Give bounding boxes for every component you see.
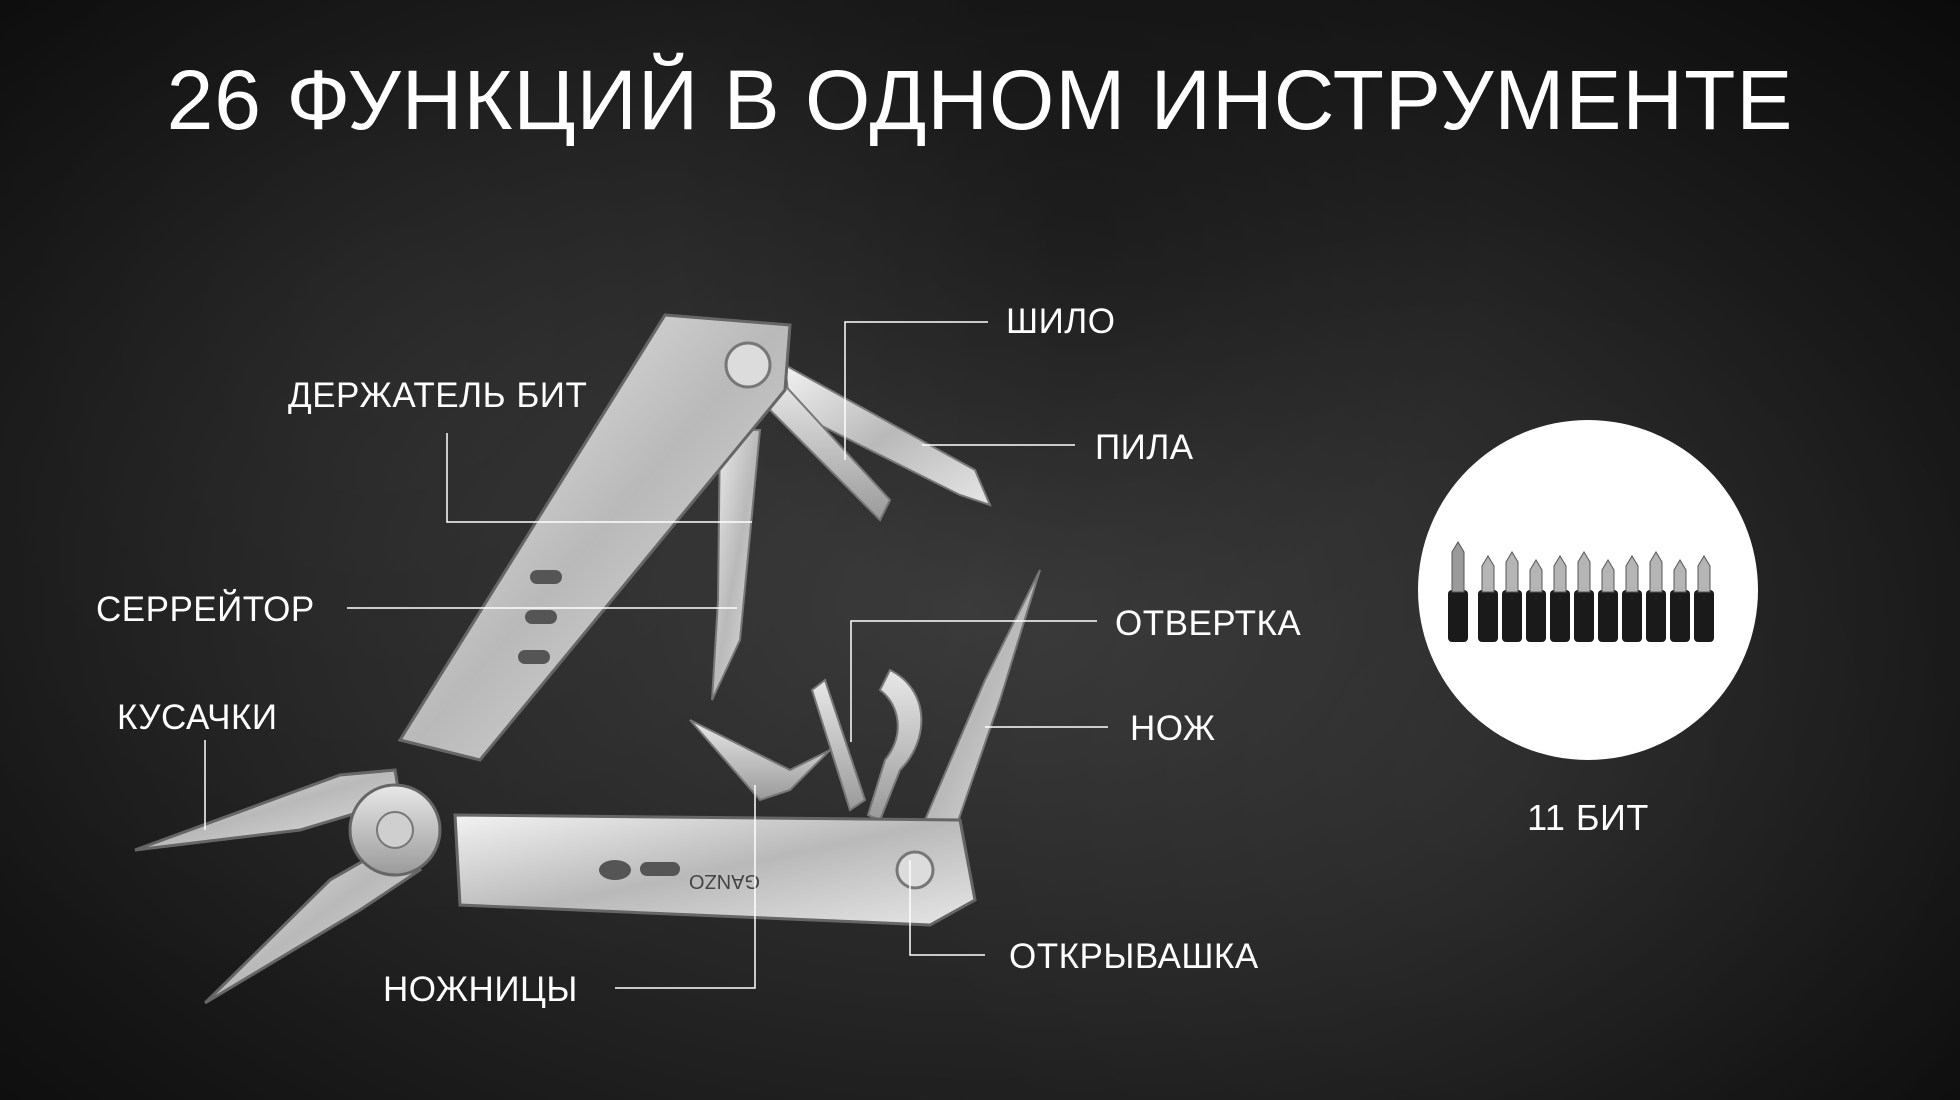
bit-holder-slot	[1646, 590, 1666, 642]
bit-holder-slot	[1598, 590, 1618, 642]
label-cutters: КУСАЧКИ	[117, 698, 278, 737]
bit-holder-slot	[1448, 590, 1468, 642]
brand-engraving: GANZO	[689, 870, 760, 892]
bits-caption: 11 БИТ	[1527, 797, 1649, 838]
label-screwdriver: ОТВЕРТКА	[1115, 604, 1302, 643]
bit-holder-slot	[1694, 590, 1714, 642]
screwdriver-bit	[1451, 541, 1465, 593]
bit-holder-slot	[1670, 590, 1690, 642]
bits-inset	[1418, 420, 1758, 760]
screwdriver-bit	[1553, 555, 1567, 593]
bit-holder-slot	[1526, 590, 1546, 642]
upper-handle	[397, 313, 792, 762]
screwdriver-bit	[1529, 559, 1543, 593]
bit-holder-slot	[1502, 590, 1522, 642]
label-scissors: НОЖНИЦЫ	[383, 970, 578, 1009]
bit-holder-line	[446, 433, 752, 523]
screwdriver-bit	[1577, 551, 1591, 593]
screwdriver-bit	[1601, 559, 1615, 593]
bits-set-image	[1448, 541, 1714, 642]
screwdriver-line	[850, 620, 1097, 742]
screwdriver-bit	[1481, 555, 1495, 593]
page-title: 26 ФУНКЦИЙ В ОДНОМ ИНСТРУМЕНТЕ	[166, 53, 1794, 147]
opener-line	[909, 860, 985, 956]
screwdriver-bit	[1697, 555, 1711, 593]
screwdriver-bit	[1505, 551, 1519, 593]
lower-handle	[453, 813, 977, 927]
awl-line	[844, 321, 988, 460]
screwdriver-tool	[810, 678, 867, 812]
screwdriver-bit	[1673, 559, 1687, 593]
scissors-tool	[689, 719, 831, 802]
screwdriver-bit	[1649, 551, 1663, 593]
label-saw: ПИЛА	[1095, 428, 1194, 467]
label-knife: НОЖ	[1130, 709, 1216, 748]
bit-holder-slot	[1622, 590, 1642, 642]
screwdriver-bit	[1625, 555, 1639, 593]
scissors-line	[615, 785, 756, 989]
bit-holder-slot	[1574, 590, 1594, 642]
bit-holder-slot	[1478, 590, 1498, 642]
bit-holder-slot	[1550, 590, 1570, 642]
label-bit-holder: ДЕРЖАТЕЛЬ БИТ	[288, 376, 588, 415]
label-awl: ШИЛО	[1006, 302, 1116, 341]
label-opener: ОТКРЫВАШКА	[1009, 937, 1259, 976]
label-serrator: СЕРРЕЙТОР	[96, 590, 315, 629]
